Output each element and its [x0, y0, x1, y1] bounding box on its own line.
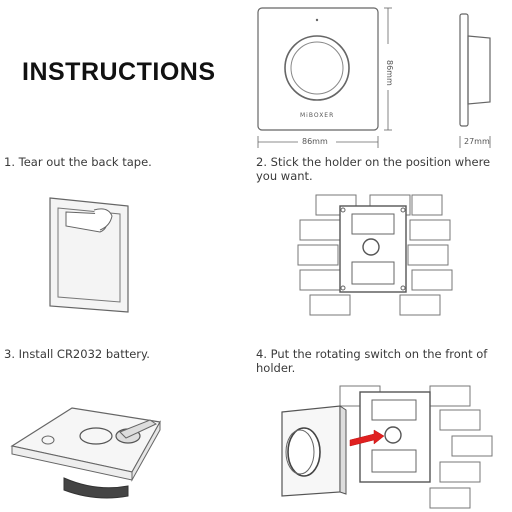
step-number: 2.	[256, 155, 267, 169]
step-1-text: 1. Tear out the back tape.	[4, 155, 234, 169]
step-description: Install CR2032 battery.	[18, 347, 150, 361]
step-4-text: 4. Put the rotating switch on the front …	[256, 347, 506, 375]
step-number: 1.	[4, 155, 15, 169]
step-description: Put the rotating switch on the front of …	[256, 347, 488, 375]
step-3-text: 3. Install CR2032 battery.	[4, 347, 234, 361]
step-number: 4.	[256, 347, 267, 361]
page-title: INSTRUCTIONS	[22, 58, 216, 86]
depth-dimension-label: 27mm	[464, 137, 490, 146]
step-2-text: 2. Stick the holder on the position wher…	[256, 155, 506, 183]
width-dimension-label: 86mm	[302, 137, 328, 146]
step-number: 3.	[4, 347, 15, 361]
step-description: Stick the holder on the position where y…	[256, 155, 491, 183]
brand-logo-text: MiBOXER	[300, 112, 335, 119]
step-description: Tear out the back tape.	[18, 155, 152, 169]
